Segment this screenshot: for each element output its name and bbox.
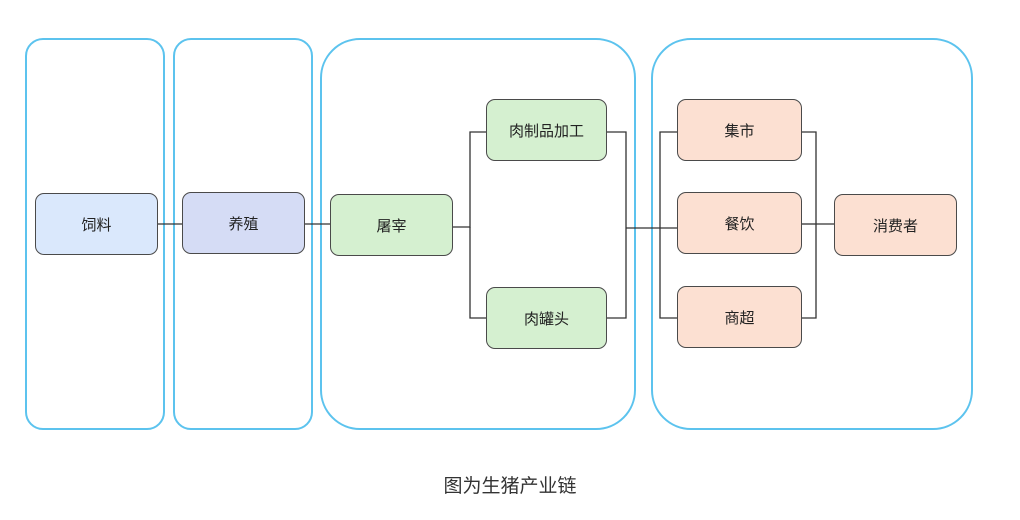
connector-processing-out — [606, 131, 627, 228]
node-market[interactable]: 集市 — [677, 99, 802, 161]
connector-to-market — [659, 131, 678, 228]
node-consumer[interactable]: 消费者 — [834, 194, 957, 256]
connector-slaughter-canned — [469, 227, 487, 319]
node-catering[interactable]: 餐饮 — [677, 192, 802, 254]
connector-slaughter-processing — [452, 131, 487, 228]
node-meat-processing[interactable]: 肉制品加工 — [486, 99, 607, 161]
connector-supermarket-out — [801, 224, 817, 319]
connector-market-out — [801, 131, 817, 224]
connector-to-supermarket — [659, 228, 678, 319]
node-breeding[interactable]: 养殖 — [182, 192, 305, 254]
node-feed[interactable]: 饲料 — [35, 193, 158, 255]
connector-canned-out — [606, 228, 627, 319]
node-supermarket[interactable]: 商超 — [677, 286, 802, 348]
node-canned-meat[interactable]: 肉罐头 — [486, 287, 607, 349]
figure-caption: 图为生猪产业链 — [443, 475, 577, 497]
node-slaughter[interactable]: 屠宰 — [330, 194, 453, 256]
